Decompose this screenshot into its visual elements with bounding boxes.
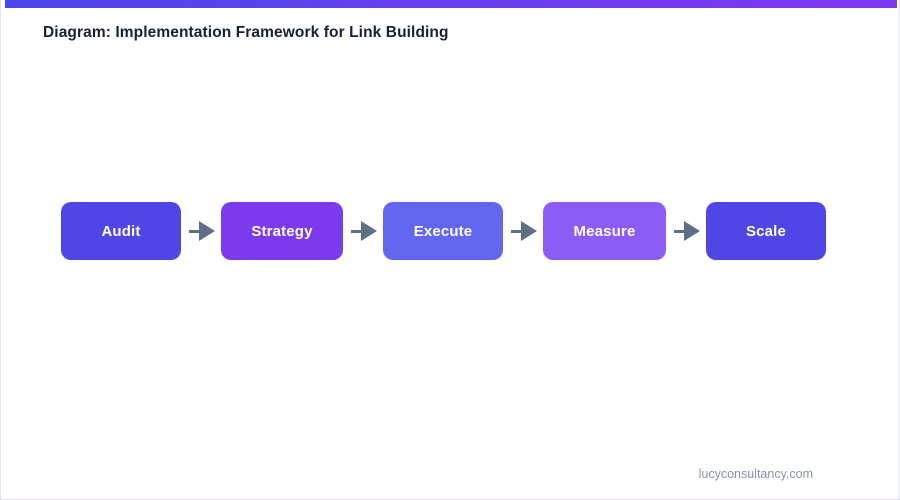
process-node-label: Measure — [573, 222, 636, 240]
process-node-label: Strategy — [251, 222, 313, 240]
process-node-scale[interactable]: Scale — [706, 202, 826, 260]
process-node-label: Audit — [101, 222, 141, 240]
arrow-right-icon — [343, 202, 383, 260]
process-node-audit[interactable]: Audit — [61, 202, 181, 260]
arrow-right-icon — [181, 202, 221, 260]
footer-attribution: lucyconsultancy.com — [698, 467, 813, 481]
process-node-execute[interactable]: Execute — [383, 202, 503, 260]
arrow-right-icon — [666, 202, 706, 260]
arrow-right-icon — [503, 202, 543, 260]
page-title: Diagram: Implementation Framework for Li… — [43, 24, 449, 41]
process-flow-diagram: Audit Strategy Execute Measure Scale — [61, 202, 826, 260]
process-node-label: Scale — [746, 222, 786, 240]
process-node-label: Execute — [413, 222, 473, 240]
process-node-measure[interactable]: Measure — [543, 202, 666, 260]
process-node-strategy[interactable]: Strategy — [221, 202, 343, 260]
top-accent-bar — [5, 0, 897, 8]
